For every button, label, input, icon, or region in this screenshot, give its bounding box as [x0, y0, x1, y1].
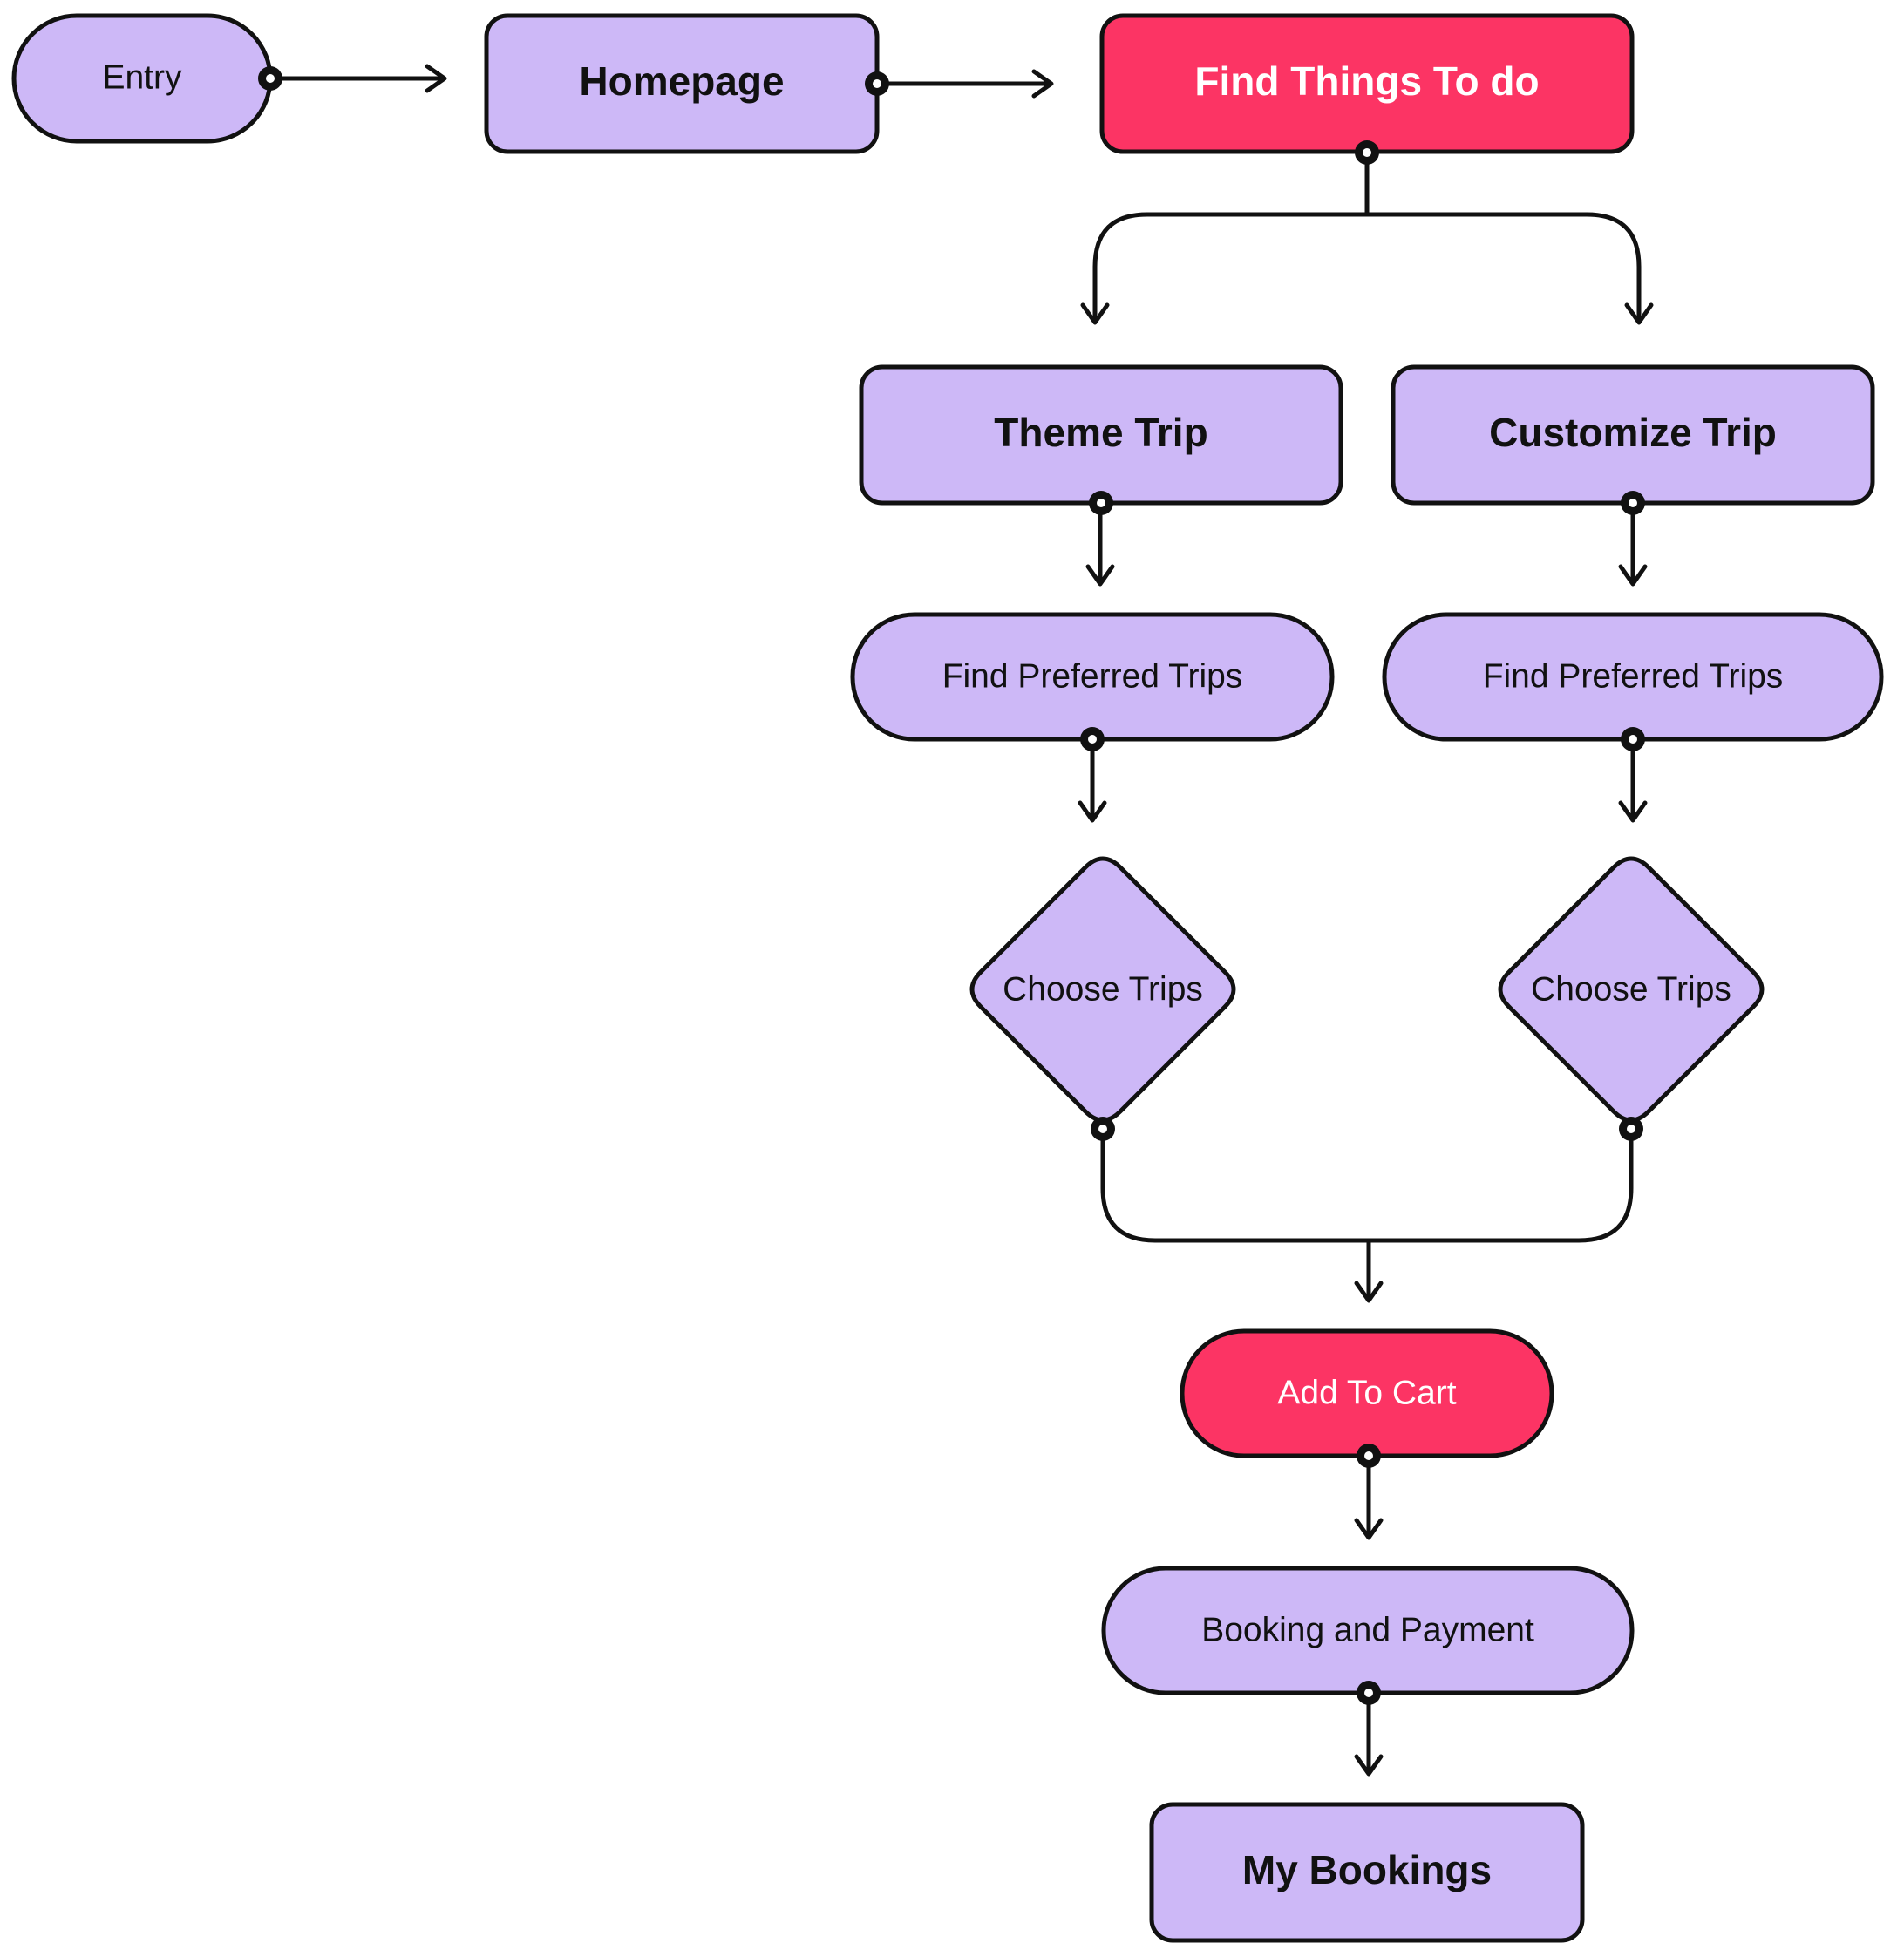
- connection-port-center: [1364, 1689, 1373, 1697]
- node-find-things-label: Find Things To do: [1194, 58, 1539, 104]
- node-choose-right-label: Choose Trips: [1531, 970, 1731, 1008]
- connector-add-to-cart-booking: [1354, 1453, 1384, 1540]
- connection-port-center: [1629, 499, 1637, 507]
- connector-find-things-split: [1080, 150, 1654, 325]
- connector-find-preferred-choose-left: [1078, 737, 1107, 823]
- node-customize-trip[interactable]: Customize Trip: [1391, 364, 1875, 506]
- connectors: [268, 64, 1654, 1777]
- node-my-bookings[interactable]: My Bookings: [1149, 1802, 1585, 1943]
- connector-booking-my-bookings: [1354, 1690, 1384, 1777]
- connection-port-center: [1364, 1451, 1373, 1460]
- node-entry[interactable]: Entry: [11, 13, 273, 144]
- connector-customize-find-preferred: [1618, 500, 1648, 587]
- nodes: Entry Homepage Find Things To do Theme T…: [11, 13, 1884, 1943]
- connection-port-center: [1098, 1125, 1107, 1133]
- node-find-preferred-right[interactable]: Find Preferred Trips: [1382, 612, 1884, 742]
- node-find-things[interactable]: Find Things To do: [1099, 13, 1635, 154]
- node-entry-label: Entry: [102, 58, 182, 96]
- node-find-preferred-left-label: Find Preferred Trips: [942, 657, 1243, 695]
- node-theme-trip-label: Theme Trip: [994, 410, 1207, 455]
- node-choose-left[interactable]: Choose Trips: [969, 856, 1236, 1123]
- node-add-to-cart-label: Add To Cart: [1277, 1374, 1456, 1411]
- connection-port-center: [1363, 148, 1371, 157]
- node-choose-left-label: Choose Trips: [1003, 970, 1203, 1008]
- connector-choose-merge-add-to-cart: [1100, 1126, 1634, 1303]
- connector-homepage-find-things: [874, 69, 1054, 99]
- connector-find-preferred-choose-right: [1618, 737, 1648, 823]
- node-homepage[interactable]: Homepage: [484, 13, 880, 154]
- connector-theme-find-preferred: [1085, 500, 1115, 587]
- connection-port-center: [873, 79, 881, 88]
- connection-port-center: [266, 74, 275, 83]
- connection-port-center: [1088, 735, 1097, 744]
- node-find-preferred-right-label: Find Preferred Trips: [1483, 657, 1784, 695]
- node-add-to-cart[interactable]: Add To Cart: [1180, 1328, 1554, 1458]
- connection-port-center: [1629, 735, 1637, 744]
- node-find-preferred-left[interactable]: Find Preferred Trips: [850, 612, 1335, 742]
- connection-port-center: [1097, 499, 1105, 507]
- node-theme-trip[interactable]: Theme Trip: [859, 364, 1343, 506]
- node-booking-payment-label: Booking and Payment: [1201, 1611, 1534, 1648]
- connection-port-center: [1627, 1125, 1635, 1133]
- node-customize-trip-label: Customize Trip: [1489, 410, 1777, 455]
- node-choose-right[interactable]: Choose Trips: [1498, 856, 1765, 1123]
- node-my-bookings-label: My Bookings: [1242, 1847, 1492, 1892]
- connector-entry-homepage: [268, 64, 447, 93]
- node-homepage-label: Homepage: [579, 58, 784, 104]
- connection-ports: [258, 66, 1645, 1705]
- node-booking-payment[interactable]: Booking and Payment: [1101, 1566, 1635, 1695]
